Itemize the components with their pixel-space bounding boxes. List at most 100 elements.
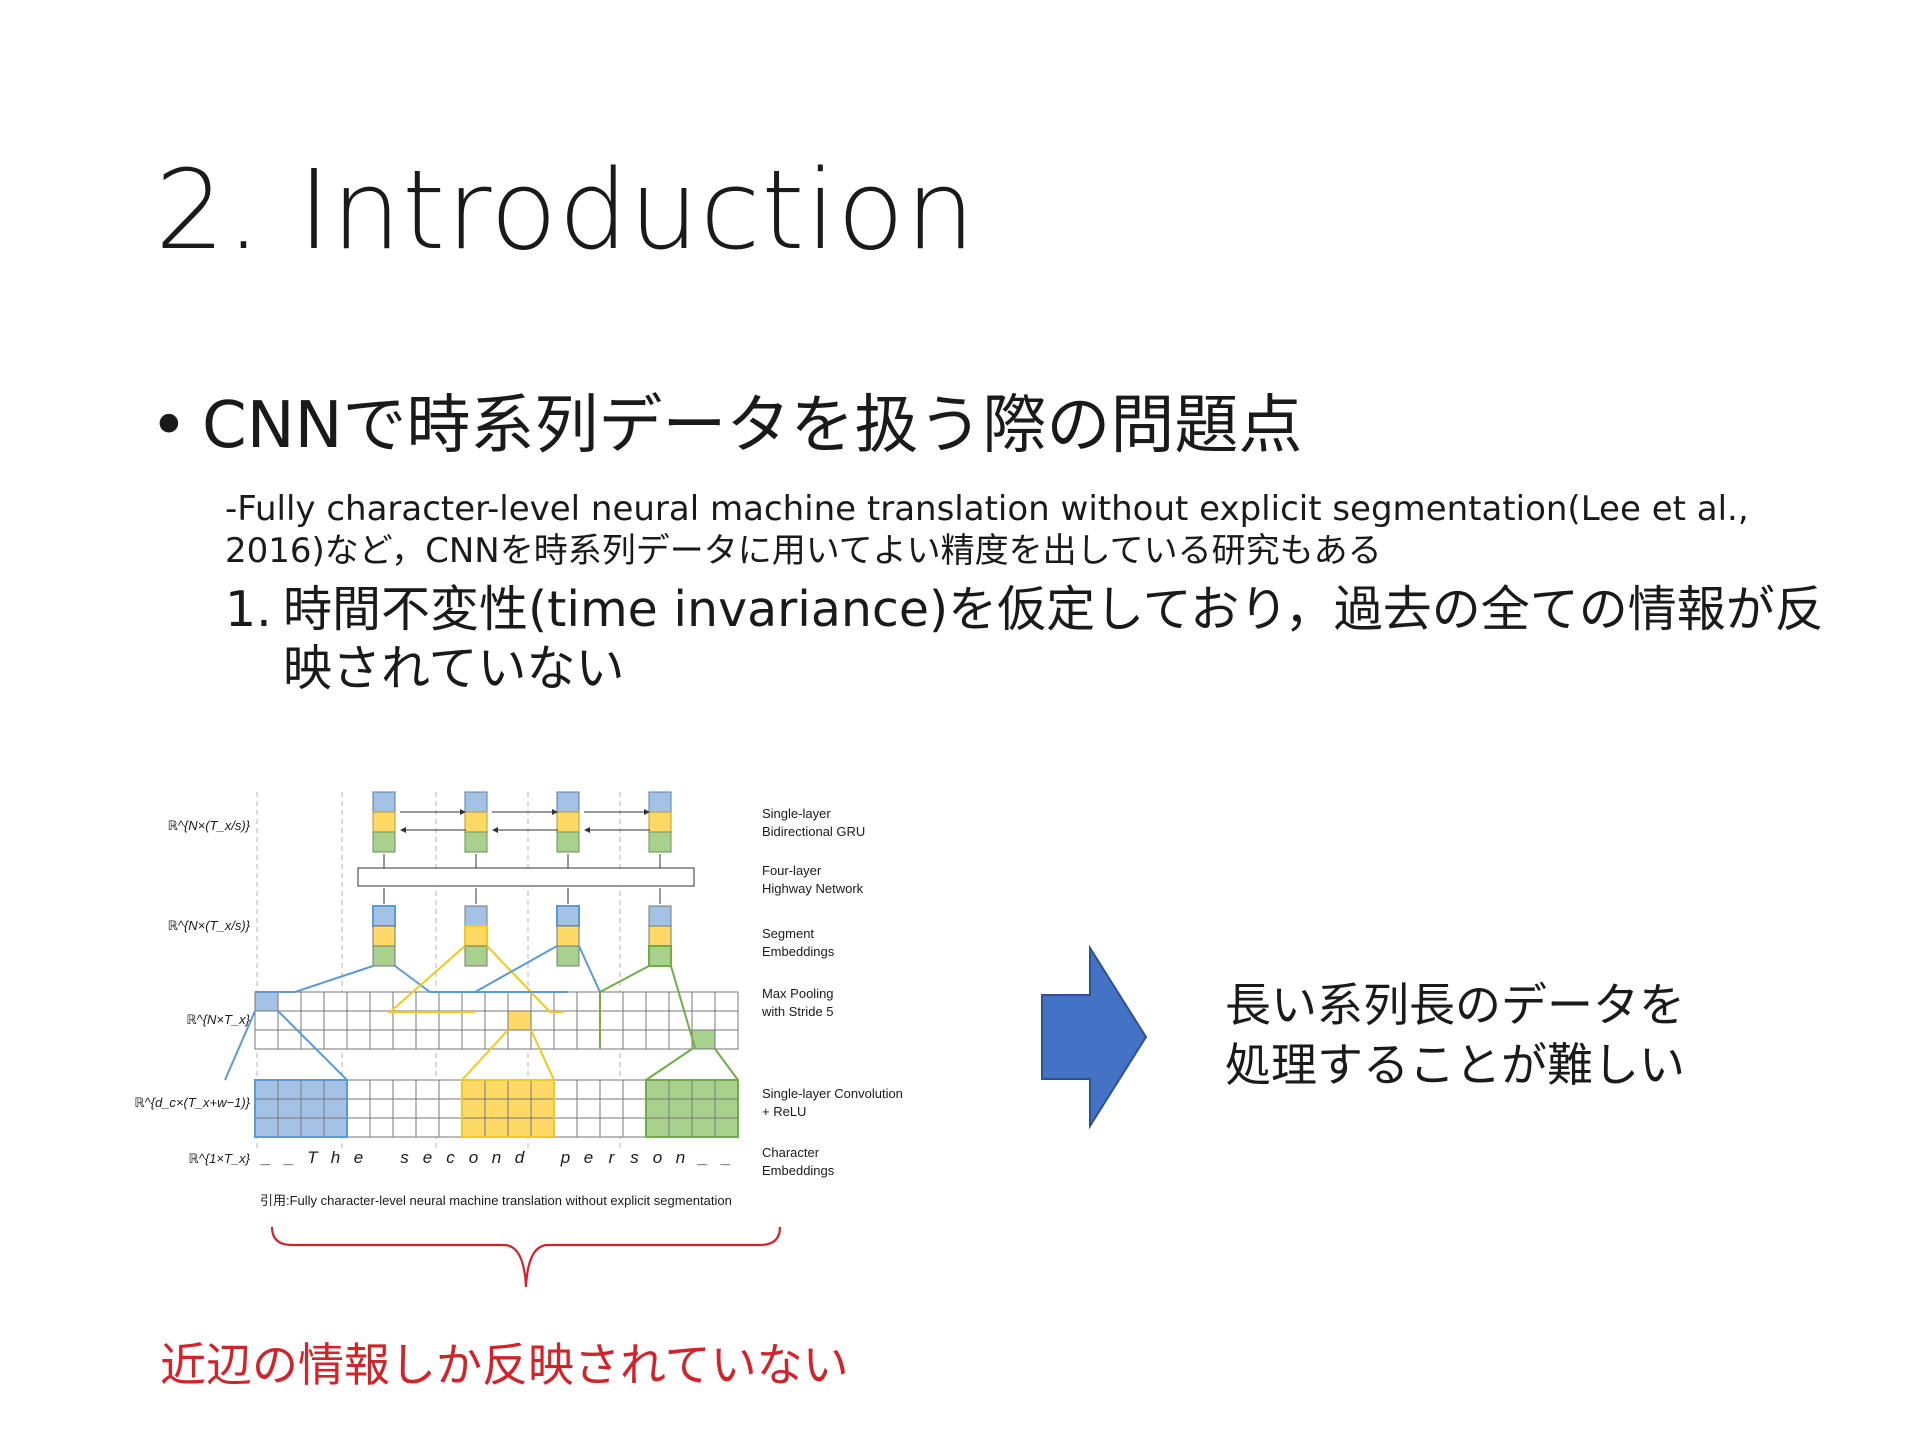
layer-label-1-b: Highway Network xyxy=(762,881,864,896)
gru-arrowhead-left-1 xyxy=(492,827,498,833)
segment-cell-0-1 xyxy=(372,925,396,947)
bullet-text: CNNで時系列データを扱う際の問題点 xyxy=(202,389,1303,463)
conv-cell-1-17 xyxy=(645,1098,670,1119)
gru-cell-green-2 xyxy=(556,831,580,853)
char-0: _ xyxy=(260,1148,271,1167)
pool-cell-1-16 xyxy=(622,1010,647,1031)
layer-label-2-a: Segment xyxy=(762,926,814,941)
gru-cell-green-3 xyxy=(648,831,672,853)
conv-cell-0-14 xyxy=(576,1079,601,1100)
pool-cell-0-1 xyxy=(277,991,302,1012)
dim-label-2: ℝ^{N×T_x} xyxy=(186,1012,250,1027)
conv-cell-0-13 xyxy=(553,1079,578,1100)
char-8: c xyxy=(446,1148,455,1167)
funnel-pool-green-right xyxy=(714,1048,739,1081)
char-1: _ xyxy=(283,1148,294,1167)
segment-cell-3-2 xyxy=(648,945,672,967)
conv-cell-2-0 xyxy=(254,1117,279,1138)
funnel-seg-yellow-left xyxy=(387,945,475,1013)
conv-cell-0-5 xyxy=(369,1079,394,1100)
conv-cell-0-10 xyxy=(484,1079,509,1100)
conv-cell-1-2 xyxy=(300,1098,325,1119)
layer-label-3-b: with Stride 5 xyxy=(761,1004,834,1019)
conv-cell-2-7 xyxy=(415,1117,440,1138)
pool-cell-0-7 xyxy=(415,991,440,1012)
numbered-item-1: 1. 時間不変性(time invariance)を仮定しており，過去の全ての情… xyxy=(225,580,1825,698)
pool-cell-0-2 xyxy=(300,991,325,1012)
conv-cell-0-2 xyxy=(300,1079,325,1100)
pool-cell-0-6 xyxy=(392,991,417,1012)
conv-cell-0-16 xyxy=(622,1079,647,1100)
segment-cell-1-2 xyxy=(464,945,488,967)
conv-cell-1-0 xyxy=(254,1098,279,1119)
pool-cell-0-9 xyxy=(461,991,486,1012)
funnel-pool-green-left xyxy=(645,1048,693,1081)
pool-cell-0-10 xyxy=(484,991,509,1012)
slide-title: 2. Introduction xyxy=(155,146,977,274)
conv-cell-0-1 xyxy=(277,1079,302,1100)
dim-label-3: ℝ^{d_c×(T_x+w−1)} xyxy=(134,1095,250,1110)
char-19: _ xyxy=(697,1148,708,1167)
sub-point: -Fully character-level neural machine tr… xyxy=(225,489,1749,571)
pool-cell-0-19 xyxy=(691,991,716,1012)
right-arrow-icon xyxy=(1041,945,1148,1130)
pool-cell-1-10 xyxy=(484,1010,509,1031)
conv-cell-1-4 xyxy=(346,1098,371,1119)
conv-cell-0-11 xyxy=(507,1079,532,1100)
char-16: s xyxy=(630,1148,639,1167)
pool-cell-0-8 xyxy=(438,991,463,1012)
layer-label-1-a: Four-layer xyxy=(762,863,822,878)
conv-cell-1-18 xyxy=(668,1098,693,1119)
segment-cell-3-1 xyxy=(648,925,672,947)
dim-label-0: ℝ^{N×(T_x/s)} xyxy=(167,818,250,833)
conv-cell-2-18 xyxy=(668,1117,693,1138)
conv-cell-0-9 xyxy=(461,1079,486,1100)
char-2: T xyxy=(307,1148,319,1167)
layer-label-5-a: Character xyxy=(762,1145,820,1160)
pool-cell-1-17 xyxy=(645,1010,670,1031)
conv-cell-1-11 xyxy=(507,1098,532,1119)
conv-cell-1-12 xyxy=(530,1098,555,1119)
conv-cell-2-12 xyxy=(530,1117,555,1138)
conv-cell-2-6 xyxy=(392,1117,417,1138)
pool-cell-2-8 xyxy=(438,1029,463,1050)
dim-label-4: ℝ^{1×T_x} xyxy=(188,1151,250,1166)
conv-cell-0-8 xyxy=(438,1079,463,1100)
segment-cell-0-0 xyxy=(372,905,396,927)
pool-cell-1-2 xyxy=(300,1010,325,1031)
conv-cell-1-14 xyxy=(576,1098,601,1119)
pool-cell-2-5 xyxy=(369,1029,394,1050)
pool-cell-2-0 xyxy=(254,1029,279,1050)
pool-cell-2-15 xyxy=(599,1029,624,1050)
conv-cell-2-17 xyxy=(645,1117,670,1138)
pool-cell-1-20 xyxy=(714,1010,739,1031)
conv-cell-1-5 xyxy=(369,1098,394,1119)
bullet-dot: • xyxy=(150,389,188,463)
pool-cell-2-6 xyxy=(392,1029,417,1050)
conclusion-line-2: 処理することが難しい xyxy=(1225,1038,1685,1092)
conv-cell-1-19 xyxy=(691,1098,716,1119)
funnel-seg-green-left xyxy=(599,965,650,1048)
char-14: e xyxy=(584,1148,593,1167)
char-6: s xyxy=(400,1148,409,1167)
gru-cell-yellow-0 xyxy=(372,811,396,833)
conv-cell-2-16 xyxy=(622,1117,647,1138)
gru-cell-yellow-1 xyxy=(464,811,488,833)
pool-cell-0-3 xyxy=(323,991,348,1012)
conv-cell-0-0 xyxy=(254,1079,279,1100)
conv-cell-0-6 xyxy=(392,1079,417,1100)
conv-cell-0-18 xyxy=(668,1079,693,1100)
layer-label-3-a: Max Pooling xyxy=(762,986,834,1001)
pool-cell-0-15 xyxy=(599,991,624,1012)
conv-cell-2-15 xyxy=(599,1117,624,1138)
funnel-seg-blue-left xyxy=(255,965,374,993)
gru-arrowhead-right-0 xyxy=(460,809,466,815)
segment-cell-1-1 xyxy=(464,925,488,947)
conv-cell-2-8 xyxy=(438,1117,463,1138)
char-4: e xyxy=(354,1148,363,1167)
char-18: n xyxy=(676,1148,685,1167)
conv-cell-0-19 xyxy=(691,1079,716,1100)
conv-group-blue xyxy=(254,1079,348,1138)
funnel-pool-yellow-left xyxy=(461,1029,509,1081)
conv-cell-0-3 xyxy=(323,1079,348,1100)
